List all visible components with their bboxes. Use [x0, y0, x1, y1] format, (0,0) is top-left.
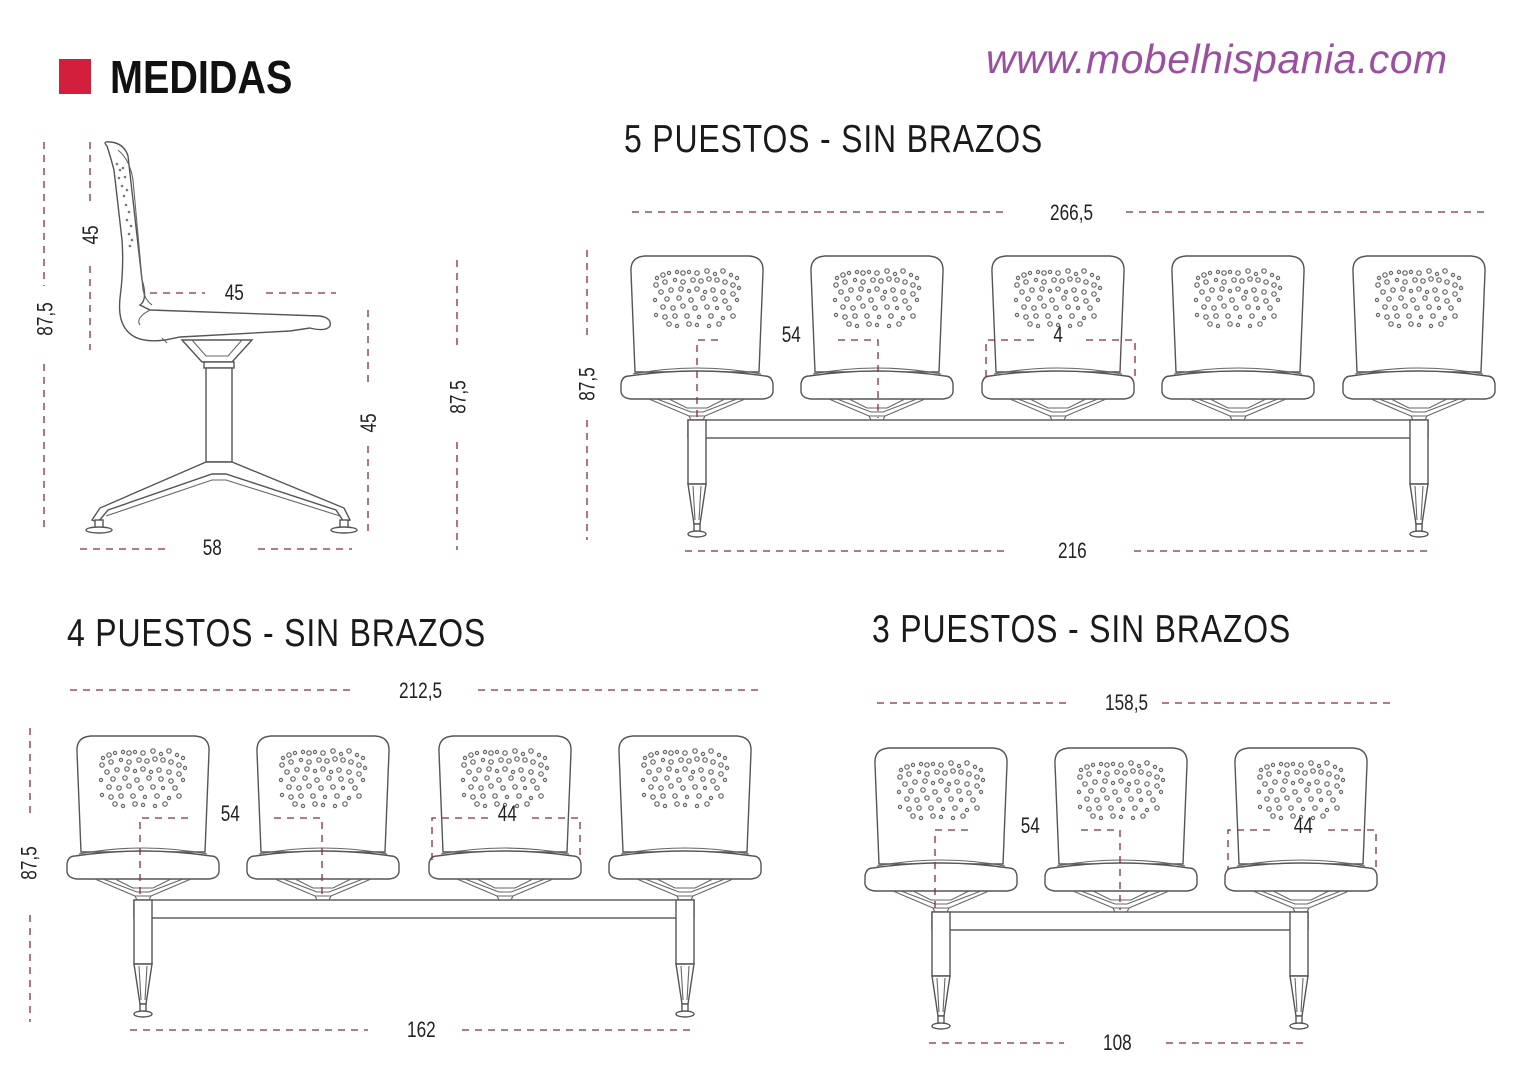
five-total-width-label: 266,5 — [1050, 200, 1094, 225]
website-link[interactable]: www.mobelhispania.com — [986, 36, 1448, 82]
three-seats-title: 3 PUESTOS - SIN BRAZOS — [872, 608, 1292, 651]
side-backrest-height-label: 45 — [78, 225, 104, 245]
side-total-height-label: 87,5 — [32, 302, 58, 336]
three-seat-width-label: 44 — [1293, 813, 1313, 838]
side-view-chair — [85, 141, 358, 534]
four-seat-width-label: 44 — [497, 801, 517, 826]
four-seats-title: 4 PUESTOS - SIN BRAZOS — [67, 612, 487, 655]
side-seat-depth-label: 45 — [224, 280, 244, 305]
four-seat-pitch-label: 54 — [220, 801, 240, 826]
three-beam-width-label: 108 — [1103, 1030, 1132, 1055]
five-seats-title: 5 PUESTOS - SIN BRAZOS — [624, 118, 1044, 161]
side-base-depth-label: 58 — [202, 535, 222, 560]
four-beam-width-label: 162 — [407, 1017, 436, 1042]
five-beam-width-label: 216 — [1058, 538, 1087, 563]
four-height-label: 87,5 — [16, 846, 42, 880]
side-seat-height-label: 45 — [356, 413, 382, 433]
page-title: MEDIDAS — [110, 51, 293, 103]
three-seat-pitch-label: 54 — [1020, 813, 1040, 838]
three-total-width-label: 158,5 — [1105, 690, 1149, 715]
five-height-label: 87,5 — [574, 367, 600, 401]
five-seat-width-label: 4 — [1053, 322, 1063, 347]
standalone-height-label: 87,5 — [445, 380, 471, 414]
four-seat-bench — [67, 736, 761, 1018]
three-seat-bench — [865, 748, 1377, 1030]
four-total-width-label: 212,5 — [399, 678, 443, 703]
brand-square-icon — [59, 59, 91, 94]
five-seat-bench — [621, 256, 1495, 538]
five-seat-pitch-label: 54 — [781, 322, 801, 347]
